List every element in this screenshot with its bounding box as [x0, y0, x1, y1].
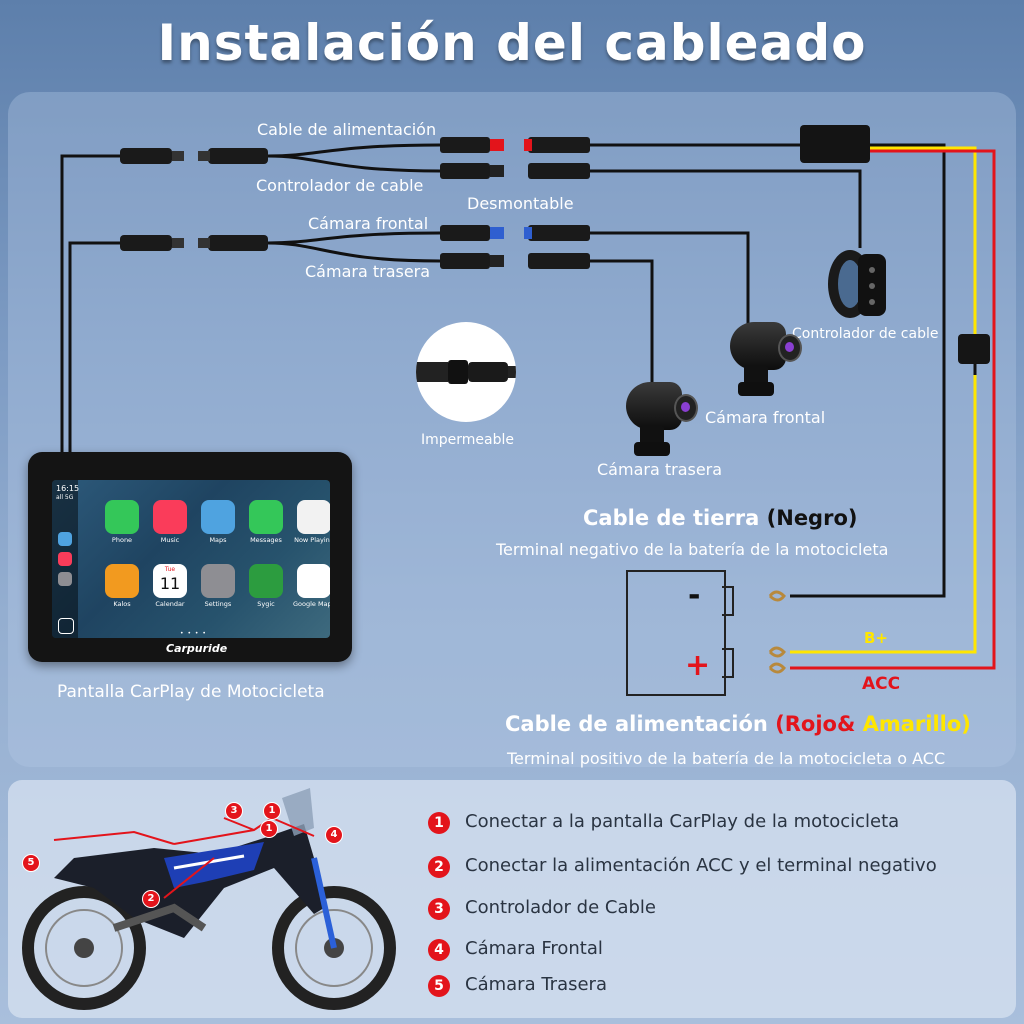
step-text-3: Controlador de Cable [465, 897, 656, 918]
label-rear-camera: Cámara trasera [305, 262, 431, 281]
label-power-cable: Cable de alimentación [257, 120, 437, 139]
power-heading-text: Cable de alimentación [505, 712, 768, 736]
label-waterproof: Impermeable [421, 432, 514, 448]
moto-marker-5: 5 [22, 854, 40, 872]
moto-marker-4: 4 [325, 826, 343, 844]
step-text-5: Cámara Trasera [465, 974, 607, 995]
app-label: Messages [250, 536, 282, 544]
power-description: Terminal positivo de la batería de la mo… [507, 749, 946, 768]
label-detachable: Desmontable [467, 194, 574, 213]
power-heading: Cable de alimentación (Rojo& Amarillo) [505, 712, 971, 736]
front-camera-device [728, 322, 808, 402]
moto-marker-1: 1 [263, 802, 281, 820]
brand-logo: Carpuride [166, 642, 228, 655]
app-icon-settings[interactable] [201, 564, 235, 598]
app-icon-sygic[interactable] [249, 564, 283, 598]
step-number-5: 5 [428, 975, 450, 997]
ground-heading: Cable de tierra (Negro) [583, 506, 857, 530]
mini-music-icon[interactable] [58, 552, 72, 566]
ground-color: (Negro) [766, 506, 858, 530]
power-color-yellow: Amarillo) [862, 712, 971, 736]
battery-minus: - [688, 578, 701, 613]
app-label: Phone [111, 536, 133, 544]
battery [626, 570, 726, 696]
step-number-4: 4 [428, 939, 450, 961]
moto-marker-3: 3 [225, 802, 243, 820]
label-acc: ACC [862, 674, 901, 694]
moto-marker-1b: 1 [260, 820, 278, 838]
controller-icon [828, 250, 886, 318]
step-number-1: 1 [428, 812, 450, 834]
page-title: Instalación del cableado [157, 14, 867, 72]
battery-positive-terminal [722, 648, 734, 678]
label-bplus: B+ [864, 629, 889, 647]
step-text-4: Cámara Frontal [465, 938, 603, 959]
moto-marker-2: 2 [142, 890, 160, 908]
mini-maps-icon[interactable] [58, 532, 72, 546]
cable-controller-device [828, 236, 888, 320]
calendar-day: Tue [164, 566, 176, 573]
app-icon-now-playing[interactable] [297, 500, 330, 534]
label-rear-camera-img: Cámara trasera [597, 460, 723, 479]
app-icon-kalos[interactable] [105, 564, 139, 598]
app-icon-phone[interactable] [105, 500, 139, 534]
motorcycle-icon [22, 788, 396, 1010]
connector-icon [416, 360, 516, 384]
calendar-date: 11 [159, 574, 181, 593]
ground-heading-text: Cable de tierra [583, 506, 760, 530]
app-label: Kalos [113, 600, 131, 608]
carplay-display: 16:15 all 5G Phone Music Maps Messages Now P… [28, 452, 352, 662]
label-controller-right: Controlador de cable [792, 326, 939, 342]
signal-indicator: all 5G [56, 494, 74, 501]
step-text-2: Conectar la alimentación ACC y el termin… [465, 855, 937, 876]
label-front-camera-img: Cámara frontal [705, 408, 826, 427]
rear-camera-device [624, 382, 704, 462]
app-label: Google Maps [292, 600, 330, 608]
step-text-1: Conectar a la pantalla CarPlay de la mot… [465, 811, 900, 832]
waterproof-connector-image [416, 322, 516, 422]
clock: 16:15 [56, 484, 80, 493]
step-number-2: 2 [428, 856, 450, 878]
mini-settings-icon[interactable] [58, 572, 72, 586]
app-label: Calendar [155, 600, 185, 608]
battery-negative-terminal [722, 586, 734, 616]
app-icon-google-maps[interactable] [297, 564, 330, 598]
app-icon-maps[interactable] [201, 500, 235, 534]
power-color-red: (Rojo& [775, 712, 856, 736]
label-display: Pantalla CarPlay de Motocicleta [57, 682, 325, 702]
carplay-screen: 16:15 all 5G Phone Music Maps Messages Now P… [52, 480, 330, 638]
app-label: Maps [209, 536, 227, 544]
battery-plus: + [685, 648, 711, 683]
app-label: Now Playing [294, 536, 330, 544]
app-label: Settings [204, 600, 232, 608]
home-icon[interactable] [58, 618, 74, 634]
step-number-3: 3 [428, 898, 450, 920]
label-front-camera: Cámara frontal [308, 214, 429, 233]
app-label: Sygic [257, 600, 275, 608]
app-label: Music [160, 536, 180, 544]
page-dots: • • • • [180, 630, 207, 637]
label-cable-controller: Controlador de cable [256, 176, 424, 195]
motorcycle-illustration: 3 1 1 4 5 2 [14, 758, 414, 1020]
app-icon-music[interactable] [153, 500, 187, 534]
ground-description: Terminal negativo de la batería de la mo… [496, 540, 889, 559]
app-icon-messages[interactable] [249, 500, 283, 534]
